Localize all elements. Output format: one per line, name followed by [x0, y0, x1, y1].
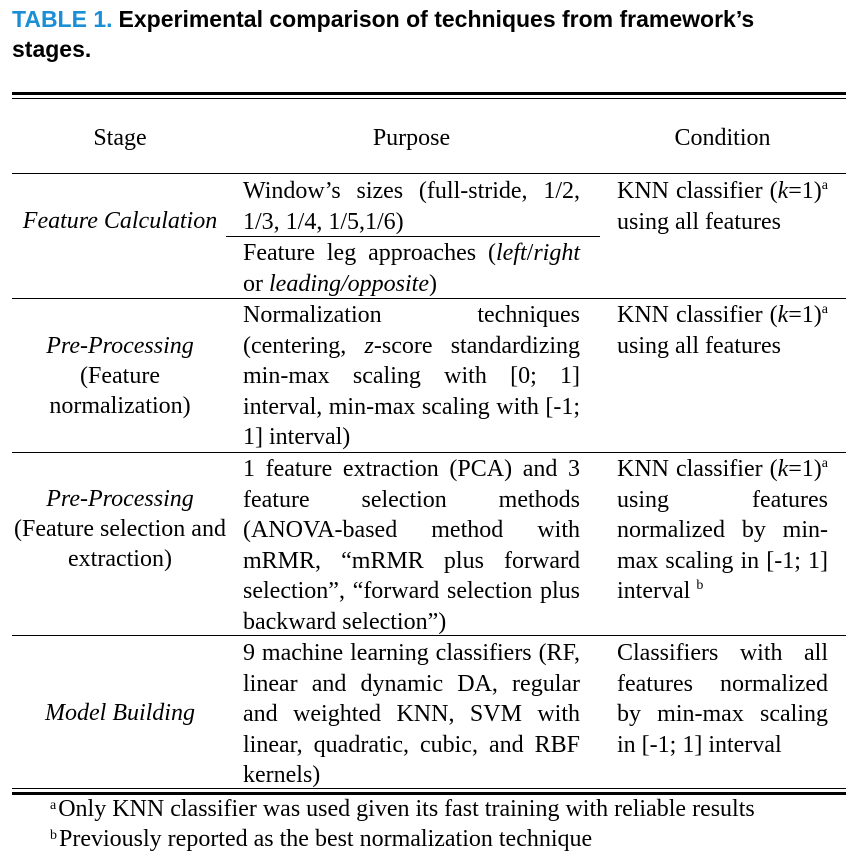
row2-rule — [12, 452, 846, 453]
row1-inner-rule — [226, 236, 600, 237]
row3-stage-sub: (Feature selection and extraction) — [14, 516, 226, 572]
header-rule — [12, 173, 846, 174]
header-stage: Stage — [93, 125, 147, 151]
row3-stage: Pre-Processing (Feature selection and ex… — [14, 484, 226, 574]
row2-stage-name: Pre-Processing — [46, 333, 194, 359]
row1-purpose-leg: Feature leg approaches (left/right or le… — [243, 240, 580, 297]
row2-stage: Pre-Processing (Feature normalization) — [14, 331, 226, 421]
top-rule-thick — [12, 92, 846, 95]
top-rule-thin — [12, 98, 846, 99]
row2-condition: KNN classifier (k=1)a using all features — [617, 302, 828, 359]
row3-rule — [12, 635, 846, 636]
row2-purpose: Normalization techniques (centering, z-s… — [243, 302, 581, 450]
row2-stage-sub: (Feature normalization) — [49, 363, 191, 419]
header-purpose: Purpose — [372, 125, 451, 151]
bottom-rule-thin — [12, 788, 846, 789]
table-title: Experimental comparison of techniques fr… — [12, 6, 755, 62]
bottom-rule-thick — [12, 792, 846, 795]
row1-stage-name: Feature Calculation — [22, 208, 218, 234]
row4-stage-name: Model Building — [45, 700, 195, 726]
header-condition: Condition — [674, 125, 771, 151]
footnote-a: aOnly KNN classifier was used given its … — [50, 796, 755, 822]
row3-condition: KNN classifier (k=1)a using features nor… — [617, 456, 828, 604]
row4-condition: Classifiers with all features normalized… — [617, 640, 828, 758]
row3-purpose: 1 feature extraction (PCA) and 3 feature… — [243, 456, 580, 635]
row4-purpose: 9 machine learning classifiers (RF, line… — [243, 640, 580, 788]
footnote-b: bPreviously reported as the best normali… — [50, 826, 593, 852]
table-caption: TABLE 1.Experimental comparison of techn… — [12, 4, 812, 64]
row1-purpose-window: Window’s sizes (full-stride, 1/2, 1/3, 1… — [243, 178, 580, 235]
table-label: TABLE 1. — [12, 6, 113, 32]
row1-rule — [12, 298, 846, 299]
row3-stage-name: Pre-Processing — [46, 486, 194, 512]
row1-condition: KNN classifier (k=1)a using all features — [617, 178, 828, 235]
row1-stage: Feature Calculation — [14, 206, 226, 236]
row4-stage: Model Building — [14, 698, 226, 728]
